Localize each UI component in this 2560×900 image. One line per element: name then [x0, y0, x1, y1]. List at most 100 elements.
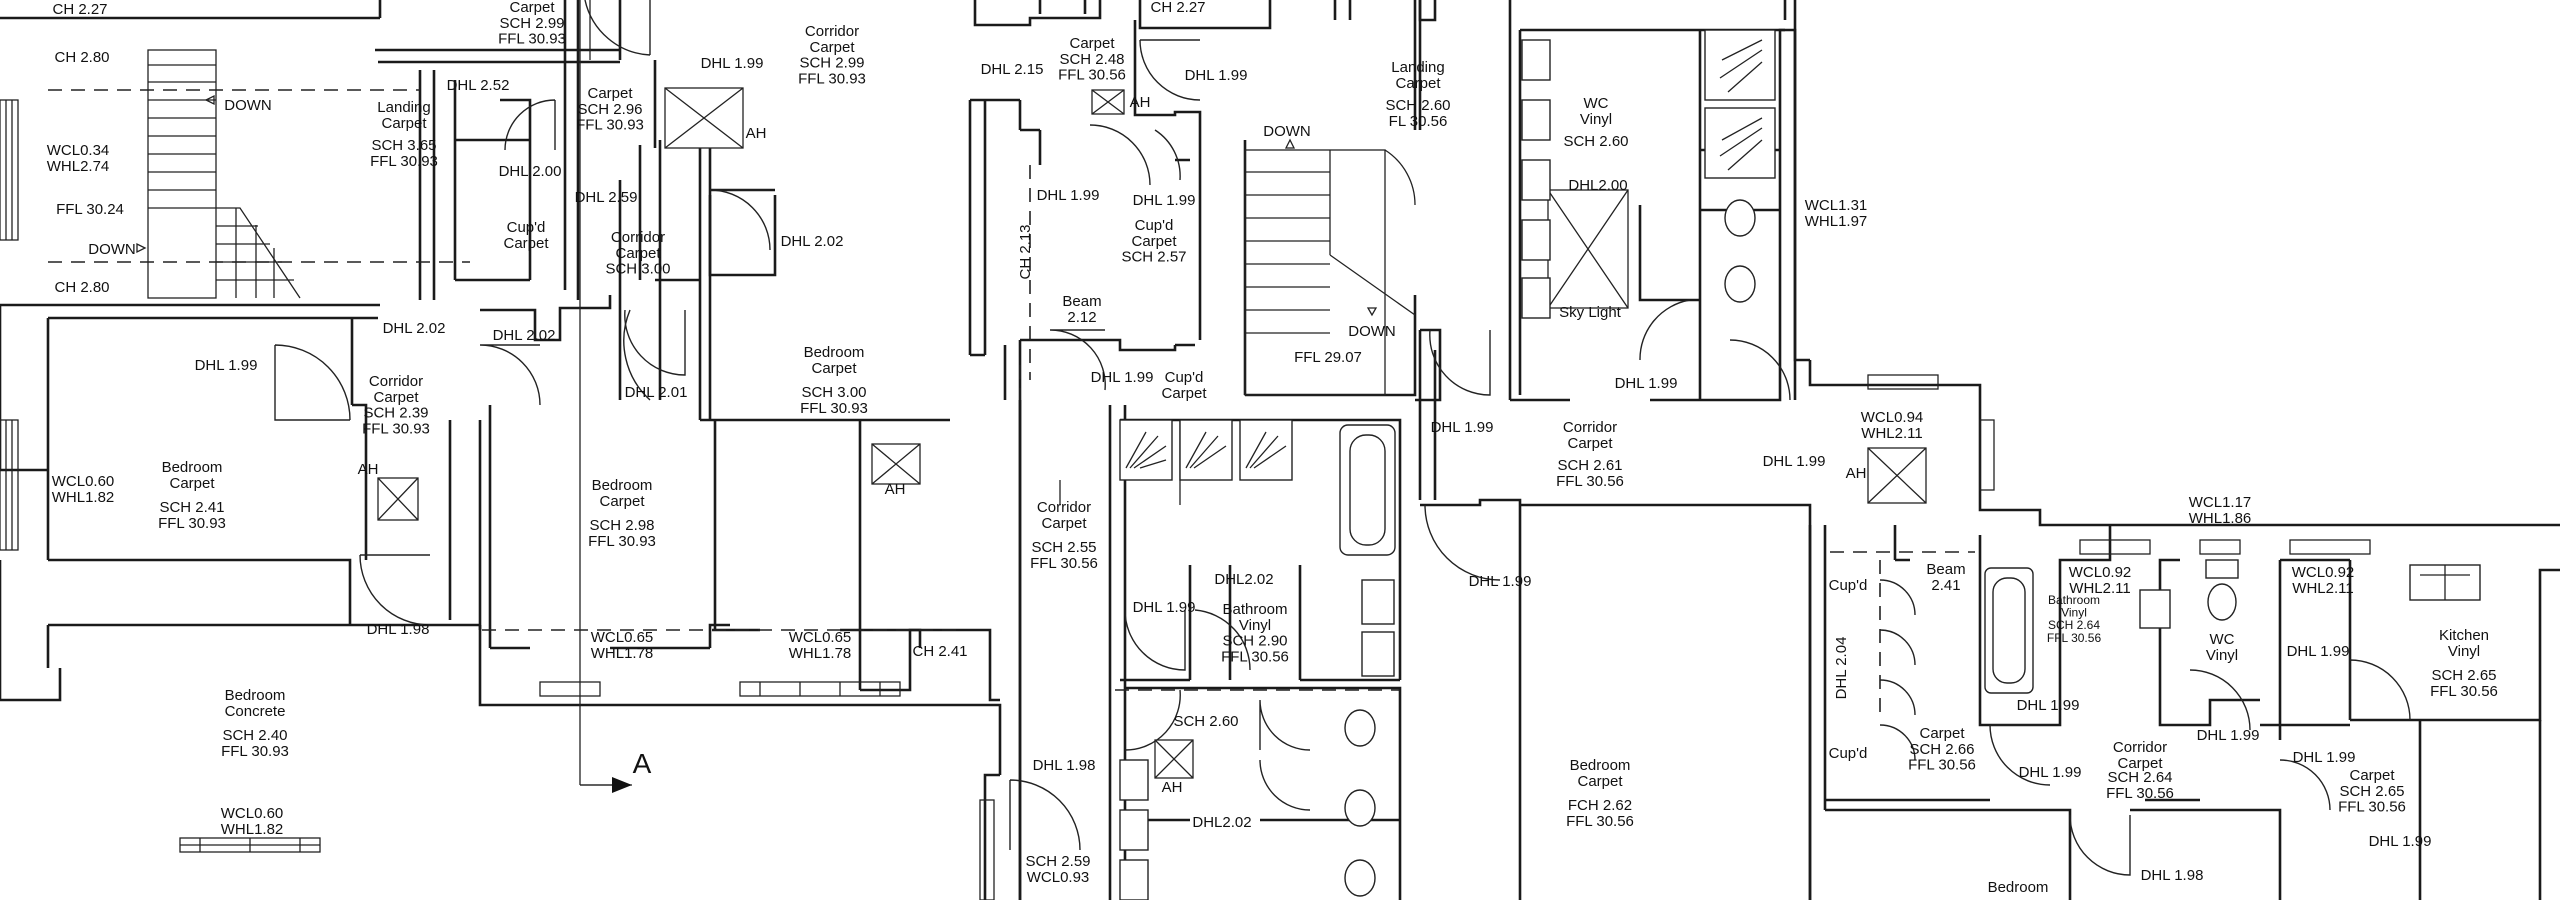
label-line: FFL 30.56: [1908, 757, 1976, 774]
label-line: DHL 1.98: [1033, 757, 1096, 774]
label-dhl-202-e: DHL2.02: [1192, 814, 1251, 831]
label-dhl-199-n: DHL 1.99: [2197, 727, 2260, 744]
label-down-left: DOWN: [224, 97, 272, 114]
label-line: Carpet: [1395, 75, 1441, 92]
label-dhl-199-g: DHL 1.99: [1133, 599, 1196, 616]
label-line: SCH 2.90: [1222, 633, 1287, 650]
label-line: SCH 3.00: [605, 261, 670, 278]
label-line: DHL 1.99: [2293, 749, 2356, 766]
shower-fixtures: [1119, 29, 1776, 481]
label-line: SCH 2.41: [159, 499, 224, 516]
label-line: Corridor: [2113, 739, 2167, 756]
label-line: DHL 2.02: [383, 320, 446, 337]
label-line: AH: [1130, 94, 1151, 111]
label-cupd-b: Cup'd: [1829, 745, 1868, 762]
label-line: WCL0.60: [52, 473, 115, 490]
label-ch-241: CH 2.41: [912, 643, 967, 660]
label-line: A: [633, 748, 652, 779]
label-sch-260: SCH 2.60: [1173, 713, 1238, 730]
label-line: AH: [358, 461, 379, 478]
label-line: Carpet: [1161, 385, 1207, 402]
label-ffl-2907: FFL 29.07: [1294, 349, 1362, 366]
label-line: WC: [1584, 95, 1609, 112]
label-line: CH 2.41: [912, 643, 967, 660]
label-line: DHL 1.99: [2287, 643, 2350, 660]
label-line: Carpet: [615, 245, 661, 262]
label-ch-280-bottom: CH 2.80: [54, 279, 109, 296]
label-line: FFL 30.93: [221, 743, 289, 760]
label-line: WCL1.17: [2189, 494, 2252, 511]
label-bedroom-bottom: Bedroom: [1988, 879, 2049, 896]
label-line: Corridor: [1037, 499, 1091, 516]
label-dhl-199-left: DHL 1.99: [195, 357, 258, 374]
label-ah-4: AH: [1130, 94, 1151, 111]
label-dhl-202-b: DHL 2.02: [383, 320, 446, 337]
label-dhl-204: DHL 2.04: [1833, 637, 1850, 700]
label-ah-6: AH: [1846, 465, 1867, 482]
label-line: DHL2.02: [1214, 571, 1273, 588]
label-line: WCL0.60: [221, 805, 284, 822]
label-line: WCL0.92: [2069, 564, 2132, 581]
label-dhl-201: DHL 2.01: [625, 384, 688, 401]
label-line: SCH 2.99: [799, 55, 864, 72]
label-line: FFL 30.56: [1566, 813, 1634, 830]
section-marker: [580, 777, 632, 793]
label-line: FFL 30.93: [798, 70, 866, 87]
label-line: DHL2.02: [1192, 814, 1251, 831]
label-line: Sky Light: [1559, 304, 1622, 321]
label-line: Cup'd: [1165, 369, 1204, 386]
label-line: SCH 2.39: [363, 405, 428, 422]
label-line: SCH 2.40: [222, 727, 287, 744]
label-line: SCH 2.60: [1385, 97, 1450, 114]
label-line: FFL 30.56: [2338, 799, 2406, 816]
label-line: Beam: [1062, 293, 1101, 310]
label-line: AH: [1162, 779, 1183, 796]
label-line: FCH 2.62: [1568, 797, 1632, 814]
label-line: DOWN: [1348, 323, 1396, 340]
label-dhl-199-o: DHL 1.99: [2287, 643, 2350, 660]
label-line: WC: [2210, 631, 2235, 648]
label-line: Carpet: [599, 493, 645, 510]
label-line: Vinyl: [1580, 111, 1612, 128]
label-line: Bedroom: [592, 477, 653, 494]
windows: [0, 99, 2371, 900]
label-line: FFL 30.56: [2047, 631, 2102, 645]
label-line: Carpet: [503, 235, 549, 252]
label-line: FFL 30.56: [1556, 473, 1624, 490]
label-line: WHL1.82: [221, 821, 284, 838]
label-line: SCH 2.98: [589, 517, 654, 534]
label-dhl-259: DHL 2.59: [575, 189, 638, 206]
label-line: CH 2.27: [52, 1, 107, 18]
label-line: DOWN: [88, 241, 136, 258]
label-line: DHL 2.15: [981, 61, 1044, 78]
label-line: DHL 2.02: [781, 233, 844, 250]
label-ah-5: AH: [1162, 779, 1183, 796]
label-line: Carpet: [381, 115, 427, 132]
doors: [274, 0, 2411, 876]
label-line: Corridor: [611, 229, 665, 246]
fixtures: [1119, 29, 2481, 900]
label-dhl-198-b: DHL 1.98: [1033, 757, 1096, 774]
label-line: WHL2.11: [2069, 580, 2130, 597]
label-line: FFL 30.56: [2430, 683, 2498, 700]
label-line: SCH 2.48: [1059, 51, 1124, 68]
label-dhl-202-a: DHL 2.02: [781, 233, 844, 250]
label-line: Beam: [1926, 561, 1965, 578]
label-dhl-215: DHL 2.15: [981, 61, 1044, 78]
label-line: Vinyl: [2206, 647, 2238, 664]
